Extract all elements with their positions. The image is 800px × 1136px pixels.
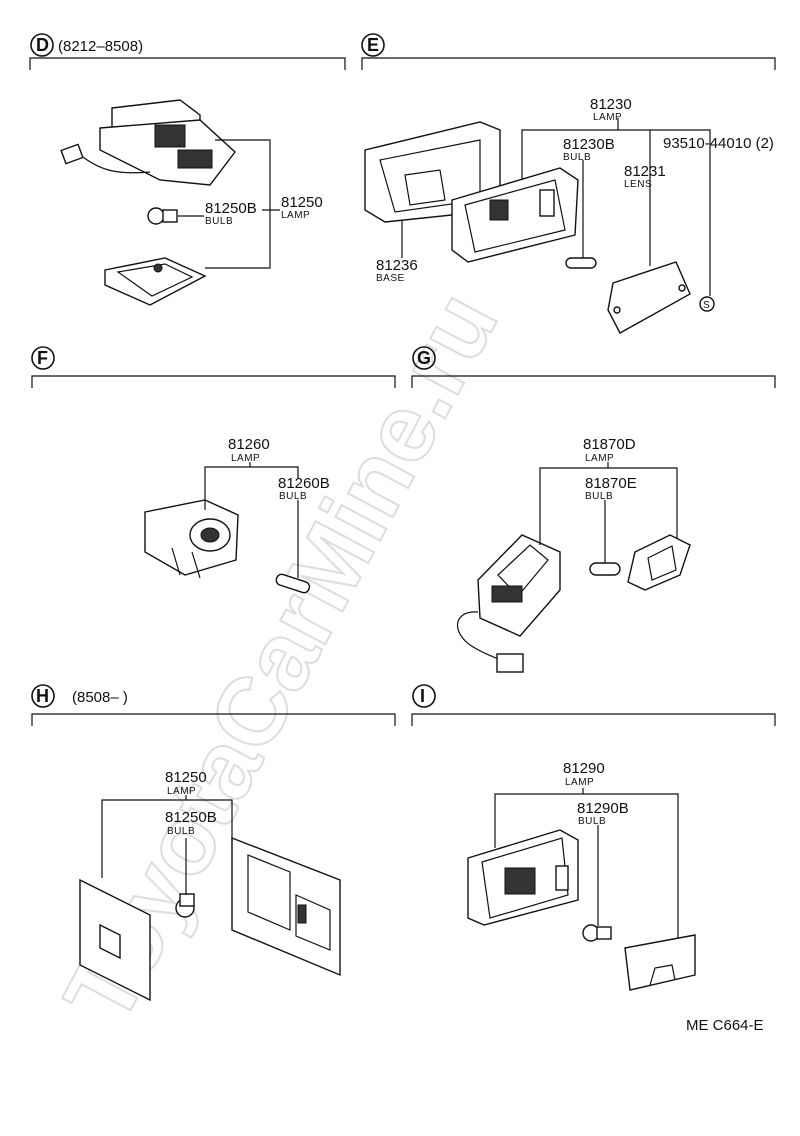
leader-e-lamp <box>521 129 711 296</box>
bulb-icon <box>275 573 311 594</box>
part-no-81260: 81260 <box>228 436 270 453</box>
part-name-lens: LENS <box>624 179 652 190</box>
part-no-81260b: 81260B <box>278 475 330 492</box>
part-no-81290: 81290 <box>563 760 605 777</box>
section-i-marker <box>412 684 436 708</box>
section-e-letter: E <box>367 35 379 55</box>
part-no-81250b: 81250B <box>205 200 257 217</box>
leader-h-lamp <box>101 799 233 878</box>
lens-h <box>79 878 151 1002</box>
section-d: D (8212–8508) 81250B BULB 81250 <box>29 33 346 306</box>
lamp-81250-housing-h <box>231 836 341 977</box>
part-no-81250: 81250 <box>281 194 323 211</box>
part-no-81231: 81231 <box>624 163 666 180</box>
section-f-marker <box>31 346 55 370</box>
bulb-icon <box>565 257 597 269</box>
section-d-letter: D <box>36 35 49 55</box>
section-h: H (8508– ) 81250 LAMP 81250B BULB <box>31 684 396 1002</box>
lamp-81250-assembly-d <box>60 99 236 186</box>
part-no-81250: 81250 <box>165 769 207 786</box>
section-i-letter: I <box>420 686 425 706</box>
part-name-bulb: BULB <box>167 826 195 837</box>
section-f: F 81260 LAMP 81260B BULB <box>31 346 396 594</box>
bulb-icon <box>175 893 195 918</box>
section-i-bracket <box>411 713 776 726</box>
section-h-marker <box>31 684 55 708</box>
bulb-icon <box>582 924 612 942</box>
part-name-lamp: LAMP <box>281 210 310 221</box>
part-name-lamp: LAMP <box>593 112 622 123</box>
lamp-81290-body <box>467 829 579 926</box>
part-name-base: BASE <box>376 273 405 284</box>
part-no-81230: 81230 <box>590 96 632 113</box>
part-no-93510-44010: 93510-44010 (2) <box>663 135 774 152</box>
part-name-lamp: LAMP <box>167 786 196 797</box>
lens-i <box>624 934 696 991</box>
part-name-bulb: BULB <box>205 216 233 227</box>
part-no-81290b: 81290B <box>577 800 629 817</box>
part-no-81250b: 81250B <box>165 809 217 826</box>
lamp-81230-body <box>451 167 579 263</box>
section-d-bracket <box>29 57 346 70</box>
screw-icon <box>699 296 715 312</box>
section-i: I 81290 LAMP 81290B BULB <box>411 684 776 991</box>
section-d-marker <box>30 33 54 57</box>
part-name-bulb: BULB <box>279 491 307 502</box>
part-name-lamp: LAMP <box>231 453 260 464</box>
part-no-81870e: 81870E <box>585 475 637 492</box>
part-no-81236: 81236 <box>376 257 418 274</box>
section-g-letter: G <box>417 348 431 368</box>
lamp-81260-socket <box>144 499 239 579</box>
part-name-bulb: BULB <box>578 816 606 827</box>
part-no-81230b: 81230B <box>563 136 615 153</box>
section-d-range: (8212–8508) <box>58 38 143 55</box>
leader-f-lamp <box>204 466 299 510</box>
part-name-lamp: LAMP <box>565 777 594 788</box>
section-e-bracket <box>361 57 776 70</box>
bulb-icon <box>589 562 621 576</box>
section-g-marker <box>412 346 436 370</box>
drawing-code: ME C664-E <box>686 1017 764 1034</box>
section-e: E S 812 <box>361 33 776 334</box>
section-h-bracket <box>31 713 396 726</box>
section-h-letter: H <box>36 686 49 706</box>
lens-81231 <box>607 261 691 334</box>
lens-d <box>104 257 207 306</box>
section-f-letter: F <box>37 348 48 368</box>
part-no-81870d: 81870D <box>583 436 636 453</box>
leader-d-lamp <box>205 139 271 269</box>
part-name-bulb: BULB <box>585 491 613 502</box>
section-g: G 81870D LAMP 81870E BULB <box>411 346 776 673</box>
section-e-marker <box>361 33 385 57</box>
part-name-bulb: BULB <box>563 152 591 163</box>
section-g-bracket <box>411 375 776 388</box>
part-name-lamp: LAMP <box>585 453 614 464</box>
lamp-81870d-housing <box>456 534 561 673</box>
leader-i-lamp <box>494 793 679 938</box>
section-h-range: (8508– ) <box>72 689 128 706</box>
lens-g <box>627 534 691 591</box>
section-f-bracket <box>31 375 396 388</box>
screw-symbol: S <box>703 300 710 311</box>
bulb-icon <box>147 207 178 225</box>
